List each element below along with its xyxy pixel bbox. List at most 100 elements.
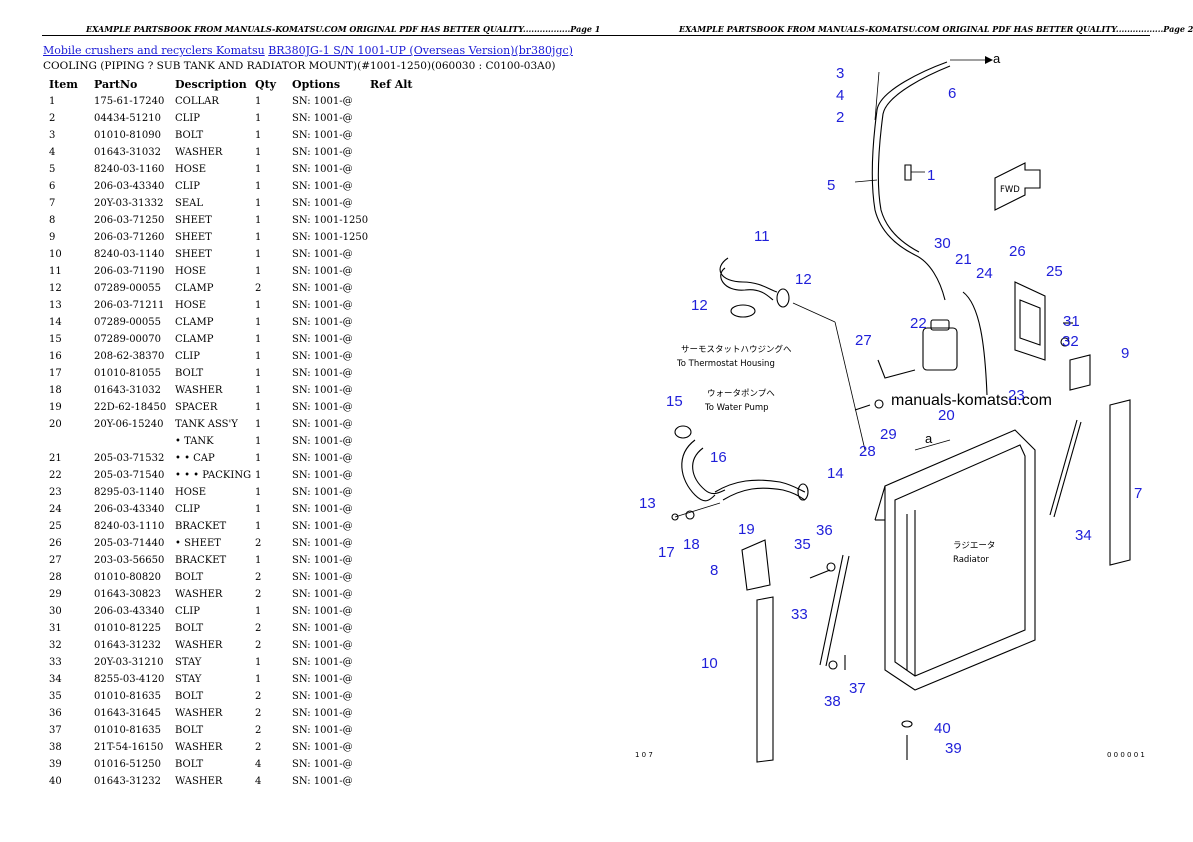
ref-alt [370, 484, 413, 501]
ref-alt [370, 195, 413, 212]
description: BOLT [175, 691, 204, 702]
bolt-35 [809, 569, 831, 579]
hose-5-inner [877, 65, 951, 253]
description: BOLT [175, 130, 204, 141]
callout-6: 6 [948, 85, 956, 102]
callout-28: 28 [859, 443, 876, 460]
callout-7: 7 [1134, 485, 1142, 502]
callout-22: 22 [910, 315, 927, 332]
ref-alt [370, 569, 413, 586]
callout-32: 32 [1062, 333, 1079, 350]
description: CLIP [175, 606, 200, 617]
part-number: 01010-81090 [94, 130, 162, 141]
part-number: 203-03-56650 [94, 555, 165, 566]
item-number: 28 [49, 572, 62, 583]
description: SPACER [175, 402, 218, 413]
description: SHEET [175, 232, 212, 243]
item-number: 32 [49, 640, 62, 651]
part-number: 22D-62-18450 [94, 402, 167, 413]
part-number: 01010-81055 [94, 368, 162, 379]
quantity: 1 [255, 521, 262, 532]
callout-5: 5 [827, 177, 835, 194]
quantity: 1 [255, 385, 262, 396]
callout-9: 9 [1121, 345, 1129, 362]
description: CLAMP [175, 334, 214, 345]
washer-40 [901, 720, 913, 728]
item-number: 9 [49, 232, 56, 243]
item-number: 37 [49, 725, 62, 736]
description: • SHEET [175, 538, 221, 549]
description: STAY [175, 657, 202, 668]
quantity: 1 [255, 606, 262, 617]
item-number: 35 [49, 691, 62, 702]
options: SN: 1001-@ [292, 572, 353, 583]
callout-20: 20 [938, 407, 955, 424]
ref-alt [370, 93, 413, 110]
breadcrumb-link-catalog[interactable]: Mobile crushers and recyclers Komatsu [43, 44, 265, 57]
callout-36: 36 [816, 522, 833, 539]
ref-alt [370, 263, 413, 280]
ref-alt [370, 178, 413, 195]
item-number: 38 [49, 742, 62, 753]
quantity: 2 [255, 572, 262, 583]
hose-11 [720, 267, 774, 301]
item-number: 3 [49, 130, 56, 141]
item-number: 23 [49, 487, 62, 498]
options: SN: 1001-@ [292, 113, 353, 124]
options: SN: 1001-@ [292, 742, 353, 753]
quantity: 1 [255, 402, 262, 413]
sheet-26 [1019, 299, 1041, 346]
ref-alt [370, 756, 413, 773]
callout-29: 29 [880, 426, 897, 443]
part-number: 8240-03-1110 [94, 521, 165, 532]
item-number: 22 [49, 470, 62, 481]
stay-34 [1049, 419, 1078, 516]
description: HOSE [175, 487, 207, 498]
ref-alt [370, 110, 413, 127]
callout-23: 23 [1008, 387, 1025, 404]
item-number: 8 [49, 215, 56, 226]
waterpump-note-jp: ウォータポンプへ [707, 389, 775, 399]
col-header-partno: PartNo [94, 78, 138, 91]
bracket-25 [1014, 281, 1046, 361]
figure-code-right: 0 0 0 0 0 1 [1107, 751, 1145, 759]
arrow-a-label-top: a [993, 51, 1001, 66]
quantity: 4 [255, 776, 262, 787]
part-number: 208-62-38370 [94, 351, 165, 362]
clamp-14 [797, 483, 809, 501]
quantity: 2 [255, 640, 262, 651]
item-number: 31 [49, 623, 62, 634]
part-number: 01643-31232 [94, 640, 162, 651]
callout-19: 19 [738, 521, 755, 538]
breadcrumb-link-model[interactable]: BR380JG-1 S/N 1001-UP (Overseas Version)… [268, 44, 573, 57]
item-number: 6 [49, 181, 56, 192]
item-number: 14 [49, 317, 62, 328]
part-number: 8240-03-1140 [94, 249, 165, 260]
radiator-note-jp: ラジエータ [953, 541, 995, 551]
bolt-28 [854, 404, 871, 411]
item-number: 27 [49, 555, 62, 566]
section-title: COOLING (PIPING ? SUB TANK AND RADIATOR … [43, 60, 556, 72]
description: HOSE [175, 266, 207, 277]
description: CLIP [175, 113, 200, 124]
options: SN: 1001-@ [292, 436, 353, 447]
quantity: 1 [255, 96, 262, 107]
options: SN: 1001-@ [292, 776, 353, 787]
options: SN: 1001-@ [292, 521, 353, 532]
part-number: 206-03-43340 [94, 606, 165, 617]
callout-17: 17 [658, 544, 675, 561]
part-number: 01010-81635 [94, 691, 162, 702]
item-number: 4 [49, 147, 56, 158]
